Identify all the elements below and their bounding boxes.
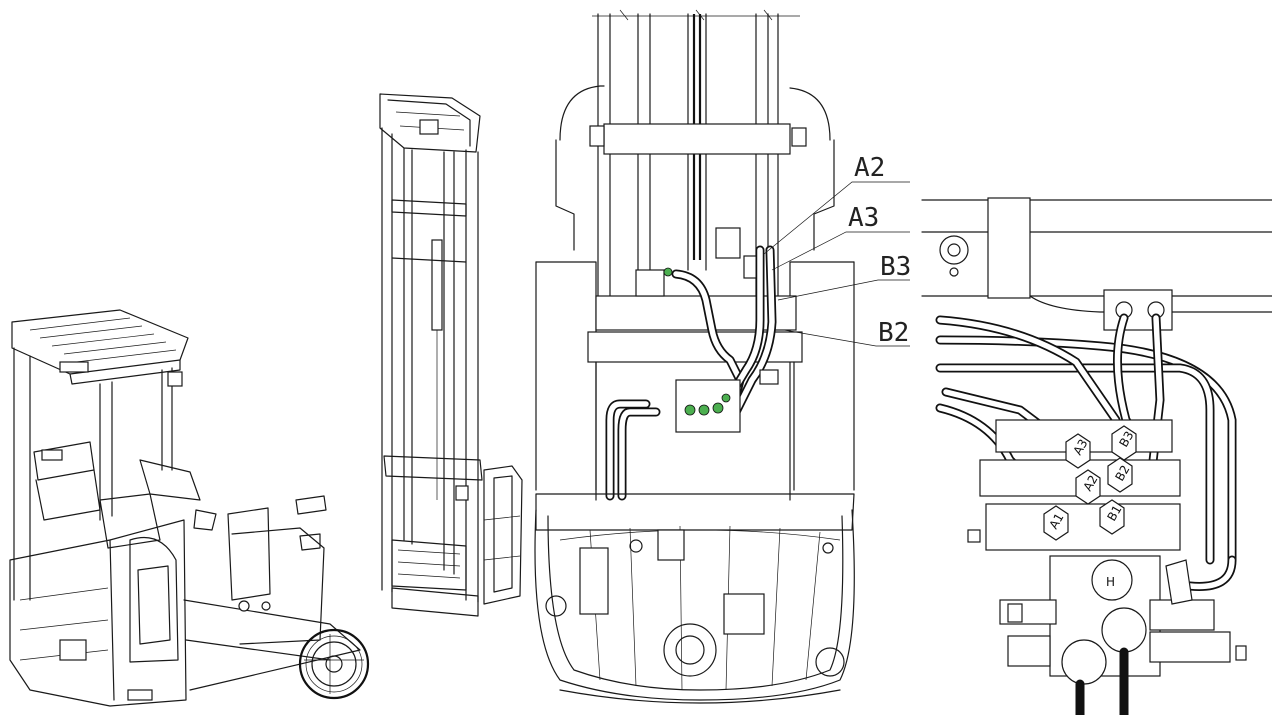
port-label-a2: A2	[1080, 473, 1100, 494]
port-label-b3: B3	[1116, 429, 1136, 450]
callout-b3: B3	[880, 252, 911, 282]
port-label-a1: A1	[1046, 511, 1066, 532]
port-label-b1: B1	[1104, 503, 1124, 524]
port-label-h: H	[1106, 575, 1115, 589]
valve-block-closeup	[921, 197, 1272, 715]
port-label-a3: A3	[1070, 437, 1090, 458]
callout-a2: A2	[854, 153, 885, 183]
callout-leaders	[763, 181, 910, 347]
callout-a3: A3	[848, 203, 879, 233]
mast-assembly-illustration	[379, 93, 523, 617]
callout-b2: B2	[878, 318, 909, 348]
front-view-hose-routing	[534, 9, 855, 704]
port-label-b2: B2	[1112, 463, 1132, 484]
reach-truck-illustration	[9, 309, 370, 707]
